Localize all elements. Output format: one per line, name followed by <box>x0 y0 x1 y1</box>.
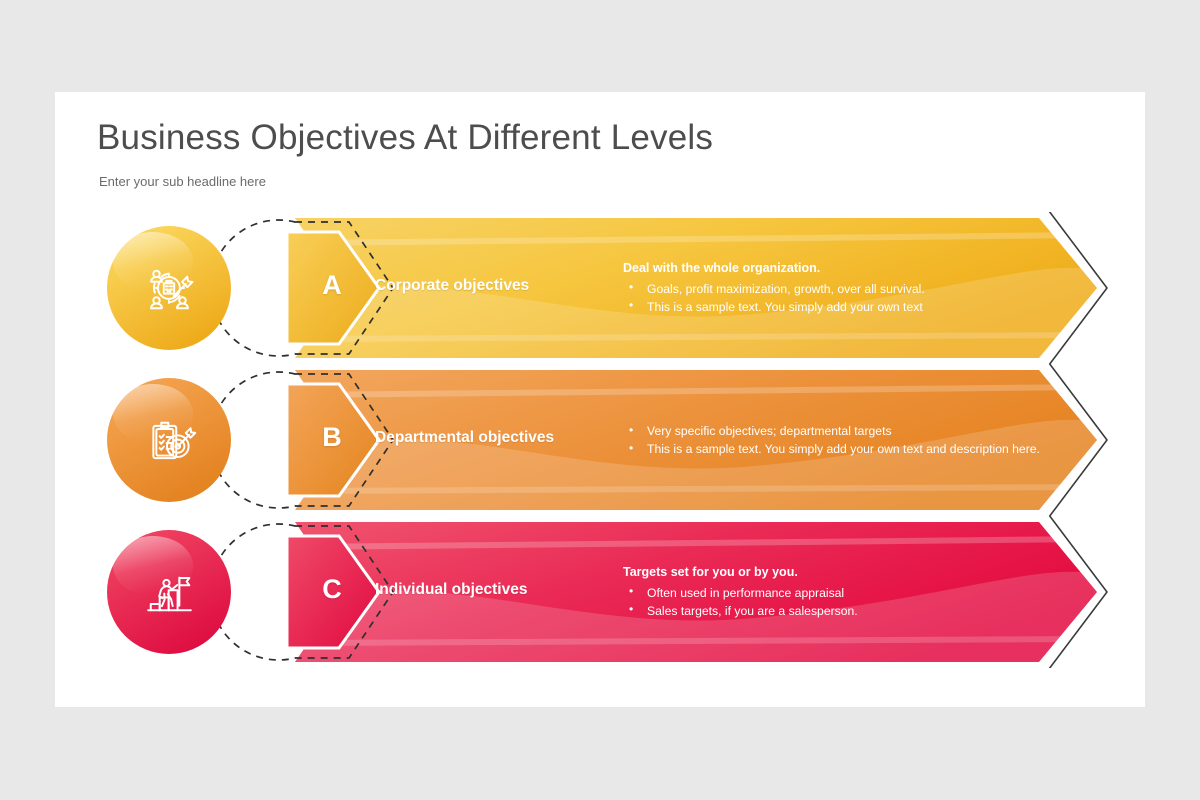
slide-canvas: Business Objectives At Different Levels … <box>55 92 1145 707</box>
row-letter-chevron[interactable] <box>285 382 381 498</box>
row-band-overlays <box>295 384 1097 510</box>
page-subtitle: Enter your sub headline here <box>99 174 266 189</box>
row-band-overlays <box>295 536 1097 662</box>
row-outline <box>1048 516 1109 668</box>
row-band <box>295 370 1097 510</box>
row-dashed-outline <box>209 523 395 661</box>
row-letter: A <box>322 270 342 300</box>
person-stairs-flag-icon <box>147 576 192 612</box>
objective-row[interactable]: Corporate objectives Deal with the whole… <box>55 212 1145 364</box>
circle-gloss <box>113 536 193 596</box>
row-band <box>295 522 1097 662</box>
row-letter-chevron[interactable] <box>285 230 381 346</box>
page-title: Business Objectives At Different Levels <box>97 118 714 157</box>
row-letter: C <box>322 574 342 604</box>
row-dashed-outline <box>209 219 395 357</box>
row-outline <box>1048 364 1109 516</box>
objective-row[interactable]: Individual objectives Targets set for yo… <box>55 516 1145 668</box>
organization-target-icon <box>150 269 194 310</box>
row-letter: B <box>322 422 342 452</box>
row-graphic <box>107 212 1109 364</box>
objective-row[interactable]: Departmental objectives Very specific ob… <box>55 364 1145 516</box>
row-outline <box>1048 212 1109 364</box>
row-graphic <box>107 516 1109 668</box>
row-graphic <box>107 364 1109 516</box>
row-band <box>295 218 1097 358</box>
circle-gloss <box>113 232 193 292</box>
row-band-overlays <box>295 232 1097 358</box>
row-dashed-outline <box>209 371 395 509</box>
clipboard-target-icon <box>152 421 197 460</box>
row-letter-chevron[interactable] <box>285 534 381 650</box>
